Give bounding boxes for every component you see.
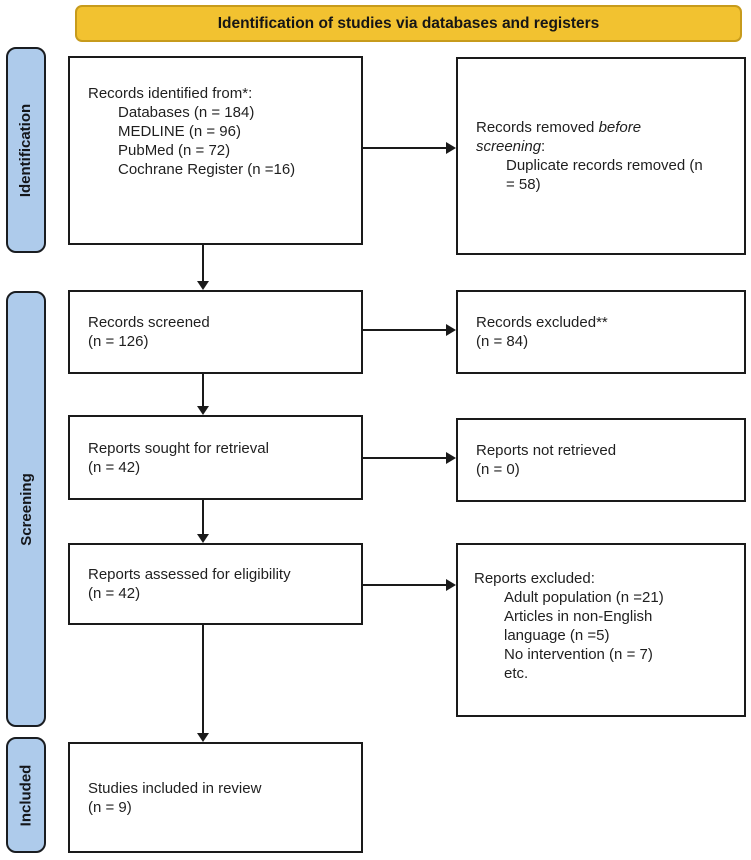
box-title: Reports excluded: <box>474 570 595 587</box>
stage-label: Included <box>17 764 35 826</box>
box-title: Records identified from*: <box>88 85 253 102</box>
arrow-line-assessed-to-included <box>202 625 204 735</box>
title-italic-text: before screening <box>476 119 642 155</box>
arrowhead-right-icon <box>446 142 456 154</box>
box-item: Cochrane Register (n =16) <box>118 161 296 178</box>
box-item: Databases (n = 184) <box>118 104 255 121</box>
arrowhead-down-icon <box>197 406 209 415</box>
arrow-line-screened-to-sought <box>202 374 204 407</box>
box-item: etc. <box>504 665 529 682</box>
box-studies-included-in-review: Studies included in review (n = 9) <box>68 742 363 853</box>
box-text: Studies included in review <box>88 779 262 797</box>
box-records-screened: Records screened (n = 126) <box>68 290 363 374</box>
arrow-line-sought-to-not-retrieved <box>363 457 446 459</box>
arrow-line-identified-to-removed <box>363 147 446 149</box>
stage-label: Identification <box>17 103 35 197</box>
box-text: Records screened <box>88 314 210 331</box>
box-count: (n = 42) <box>88 458 141 476</box>
stage-label: Screening <box>17 472 35 546</box>
arrowhead-down-icon <box>197 733 209 742</box>
box-count: (n = 126) <box>88 333 149 350</box>
box-item: PubMed (n = 72) <box>118 142 231 159</box>
arrow-line-identified-to-screened <box>202 245 204 283</box>
box-item: MEDLINE (n = 96) <box>118 123 241 140</box>
title-text: : <box>541 138 546 155</box>
banner-label: Identification of studies via databases … <box>217 15 600 32</box>
box-text: Reports not retrieved <box>476 442 617 459</box>
box-text: Reports assessed for eligibility <box>88 566 291 583</box>
arrow-line-assessed-to-reports-excluded <box>363 584 446 586</box>
box-item: Adult population (n =21) <box>504 589 664 606</box>
box-text: Records excluded** <box>476 314 608 331</box>
box-item: Duplicate records removed (n = 58) <box>506 157 703 193</box>
arrowhead-right-icon <box>446 579 456 591</box>
box-count: (n = 9) <box>88 798 132 816</box>
box-item: No intervention (n = 7) <box>504 646 653 663</box>
stage-identification: Identification <box>6 47 46 253</box>
box-records-identified: Records identified from*: Databases (n =… <box>68 56 363 245</box>
stage-included: Included <box>6 737 46 853</box>
stage-screening: Screening <box>6 291 46 727</box>
arrowhead-down-icon <box>197 281 209 290</box>
arrowhead-right-icon <box>446 452 456 464</box>
box-reports-not-retrieved: Reports not retrieved (n = 0) <box>456 418 746 502</box>
title-text: Records removed <box>476 119 599 136</box>
arrowhead-right-icon <box>446 324 456 336</box>
box-item: Articles in non-English language (n =5) <box>504 608 653 644</box>
box-count: (n = 0) <box>476 461 520 478</box>
box-count: (n = 42) <box>88 585 141 602</box>
box-title: Records removed before screening: <box>476 118 694 156</box>
arrow-line-screened-to-excluded <box>363 329 446 331</box>
box-text: Reports sought for retrieval <box>88 439 269 457</box>
box-records-removed-before-screening: Records removed before screening: Duplic… <box>456 57 746 255</box>
box-records-excluded: Records excluded** (n = 84) <box>456 290 746 374</box>
box-reports-excluded: Reports excluded: Adult population (n =2… <box>456 543 746 717</box>
box-reports-sought-for-retrieval: Reports sought for retrieval (n = 42) <box>68 415 363 500</box>
box-reports-assessed-for-eligibility: Reports assessed for eligibility (n = 42… <box>68 543 363 625</box>
banner: Identification of studies via databases … <box>75 5 742 42</box>
box-count: (n = 84) <box>476 333 529 350</box>
arrowhead-down-icon <box>197 534 209 543</box>
arrow-line-sought-to-assessed <box>202 500 204 535</box>
